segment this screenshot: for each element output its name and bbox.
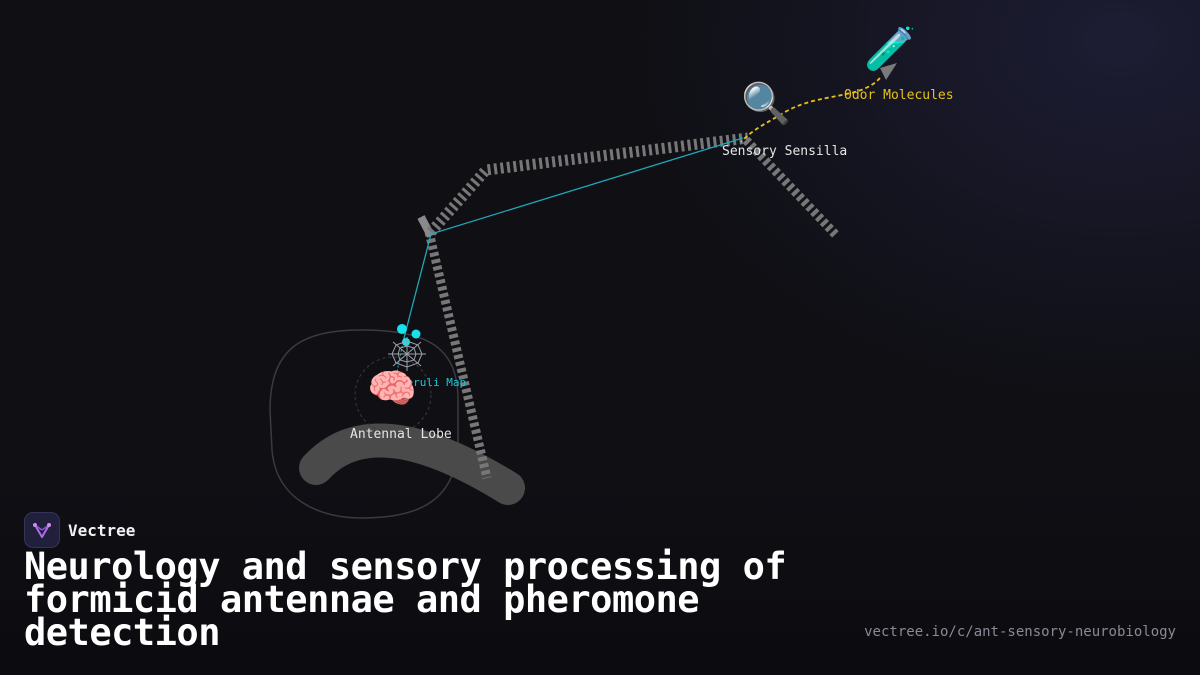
page-title: Neurology and sensory processing of form… [24,545,787,654]
signal-pathway [402,137,744,343]
antennal-lobe-boundary [354,356,432,434]
magnifying-glass-icon: 🔍 [741,81,791,127]
source-url[interactable]: vectree.io/c/ant-sensory-neurobiology [864,624,1176,640]
glomerulus-dot [402,338,410,346]
antenna-funiculus [426,132,749,236]
odor-pathway [740,77,881,143]
antennal-lobe-label: Antennal Lobe [350,427,452,442]
ant-head-outline [269,329,459,519]
glomeruli-map-label: Glomeruli Map [380,376,466,389]
sensory-sensilla-label: Sensory Sensilla [722,144,847,159]
odor-molecules-label: Odor Molecules [844,88,954,103]
odor-arrow-head [880,63,897,80]
test-tube-icon: 🧪 [864,24,917,73]
antenna-club [742,136,840,239]
glomerulus-dot [397,324,407,334]
antenna-scape [424,230,492,480]
ant-mandible [299,423,525,505]
brand[interactable]: Vectree [24,512,135,548]
brand-name: Vectree [68,520,136,540]
glomerulus-dot [411,329,421,339]
antenna-joint [417,215,435,238]
brain-icon: 🧠 [367,366,417,412]
spider-web-icon [388,337,426,371]
vectree-logo-icon [24,512,60,548]
